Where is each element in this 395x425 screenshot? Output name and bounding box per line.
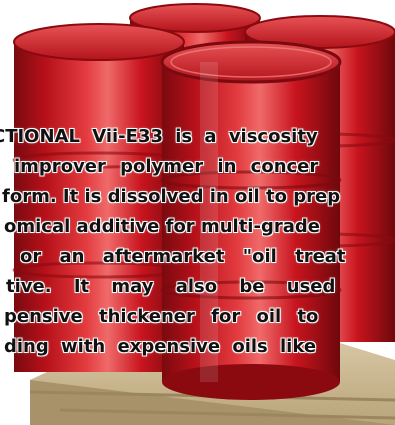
description-line: tive. It may also be used (6, 276, 336, 297)
description-line: pensive thickener for oil to (4, 306, 319, 327)
description-line: or an aftermarket "oil treat (20, 246, 346, 267)
description-line: omical additive for multi-grade (4, 216, 320, 237)
description-line: CTIONAL Vii-E33 is a viscosity (0, 126, 318, 147)
description-line: form. It is dissolved in oil to prep (2, 186, 341, 207)
description-line: improver polymer in concer (14, 156, 319, 177)
front-drum (160, 40, 342, 400)
description-line: ding with expensive oils like (4, 336, 317, 357)
